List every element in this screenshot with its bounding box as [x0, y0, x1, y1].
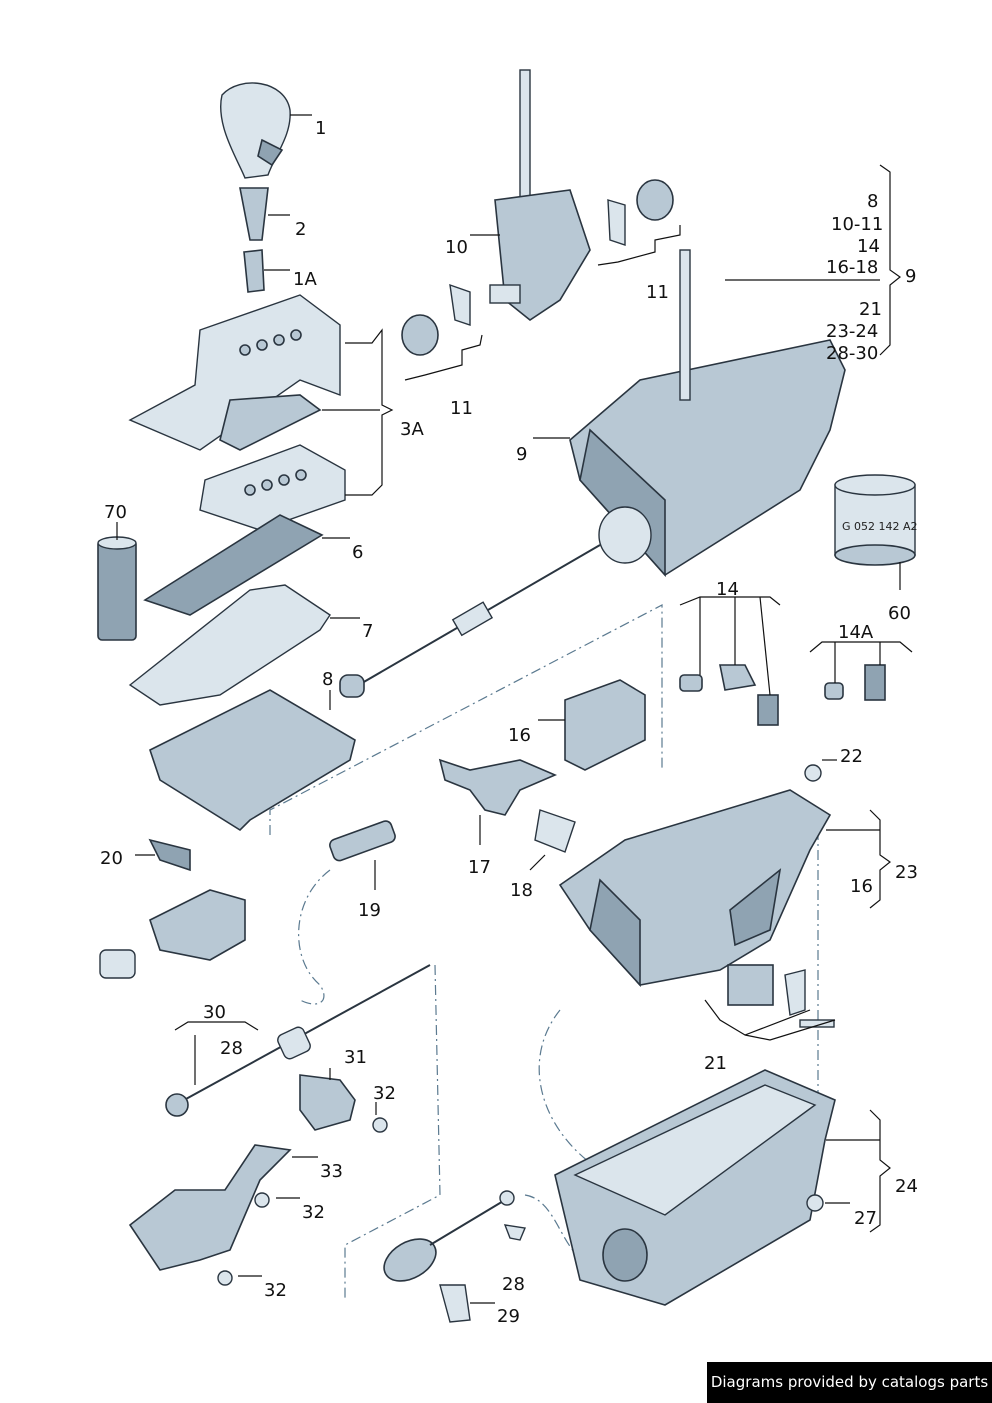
label-3a: 3A — [400, 419, 424, 440]
can-part-code: G 052 142 A2 — [842, 520, 918, 533]
clip-parts-icon — [679, 664, 886, 726]
connector-block-icon — [564, 679, 646, 771]
label-1a: 1A — [293, 269, 317, 290]
label-32-middle: 32 — [302, 1202, 325, 1223]
label-70: 70 — [104, 502, 127, 523]
bracket-frame-icon — [149, 689, 356, 832]
cable-bracket-icon — [299, 1074, 356, 1131]
cable-end-icon — [383, 1190, 526, 1323]
lower-housing-tray-icon — [554, 1069, 836, 1306]
leader-lines — [116, 114, 901, 1304]
group-16-18: 16-18 — [826, 257, 878, 278]
label-11-left: 11 — [450, 398, 473, 419]
label-32-lower: 32 — [264, 1280, 287, 1301]
label-10: 10 — [445, 237, 468, 258]
label-1: 1 — [315, 118, 326, 139]
group-14: 14 — [857, 236, 880, 257]
label-11-right: 11 — [646, 282, 669, 303]
grease-tube-icon — [97, 536, 137, 641]
knob-sleeve-icon — [239, 187, 269, 241]
label-17: 17 — [468, 857, 491, 878]
label-27: 27 — [854, 1208, 877, 1229]
credit-banner: Diagrams provided by catalogs parts — [707, 1362, 992, 1403]
locking-lever-icon — [438, 758, 558, 816]
label-28-lower: 28 — [502, 1274, 525, 1295]
ignition-lock-icon — [99, 838, 246, 979]
label-2: 2 — [295, 219, 306, 240]
shift-cover-assembly-icon — [128, 294, 346, 531]
label-18: 18 — [510, 880, 533, 901]
label-6: 6 — [352, 542, 363, 563]
group-8: 8 — [867, 191, 878, 212]
selector-housing-icon — [569, 249, 846, 578]
label-21: 21 — [704, 1053, 727, 1074]
label-23: 23 — [895, 862, 918, 883]
retaining-clip-icon — [534, 809, 576, 853]
cover-frame-icon — [128, 584, 331, 706]
group-21: 21 — [859, 299, 882, 320]
label-9-group: 9 — [905, 266, 916, 287]
label-8: 8 — [322, 669, 333, 690]
label-9-housing: 9 — [516, 444, 527, 465]
label-33: 33 — [320, 1161, 343, 1182]
nut-icon — [804, 764, 822, 782]
label-28-upper: 28 — [220, 1038, 243, 1059]
reference-braces — [174, 164, 913, 1233]
label-24: 24 — [895, 1176, 918, 1197]
label-16-connector: 16 — [508, 725, 531, 746]
label-14: 14 — [716, 579, 739, 600]
label-19: 19 — [358, 900, 381, 921]
knob-adapter-icon — [243, 249, 265, 293]
selector-lever-icon — [489, 69, 591, 321]
group-23-24: 23-24 — [826, 321, 878, 342]
label-32-upper: 32 — [373, 1083, 396, 1104]
part-labels: 1 2 1A 3A 6 7 8 70 10 11 11 9 9 8 10-11 … — [100, 118, 918, 1327]
group-28-30: 28-30 — [826, 343, 878, 364]
mechanism-housing-icon — [558, 789, 832, 988]
label-31: 31 — [344, 1047, 367, 1068]
label-7: 7 — [362, 621, 373, 642]
gear-knob-icon — [220, 82, 291, 179]
label-29: 29 — [497, 1306, 520, 1327]
sealing-ring-can-icon — [834, 474, 916, 566]
label-16-housing: 16 — [850, 876, 873, 897]
shift-cable-lower-icon — [165, 964, 431, 1117]
label-14a: 14A — [838, 622, 874, 643]
bolt-icon — [217, 1117, 388, 1286]
label-30: 30 — [203, 1002, 226, 1023]
gear-pinion-icon — [401, 179, 674, 356]
nut-icon — [806, 1194, 824, 1212]
solenoid-icon — [329, 820, 396, 862]
switch-unit-icon — [727, 964, 835, 1028]
label-22: 22 — [840, 746, 863, 767]
group-10-11: 10-11 — [831, 214, 883, 235]
shift-cable-upper-icon — [339, 544, 601, 698]
mounting-bracket-icon — [128, 1144, 292, 1271]
gate-pad-icon — [143, 514, 324, 616]
label-20: 20 — [100, 848, 123, 869]
label-60: 60 — [888, 603, 911, 624]
